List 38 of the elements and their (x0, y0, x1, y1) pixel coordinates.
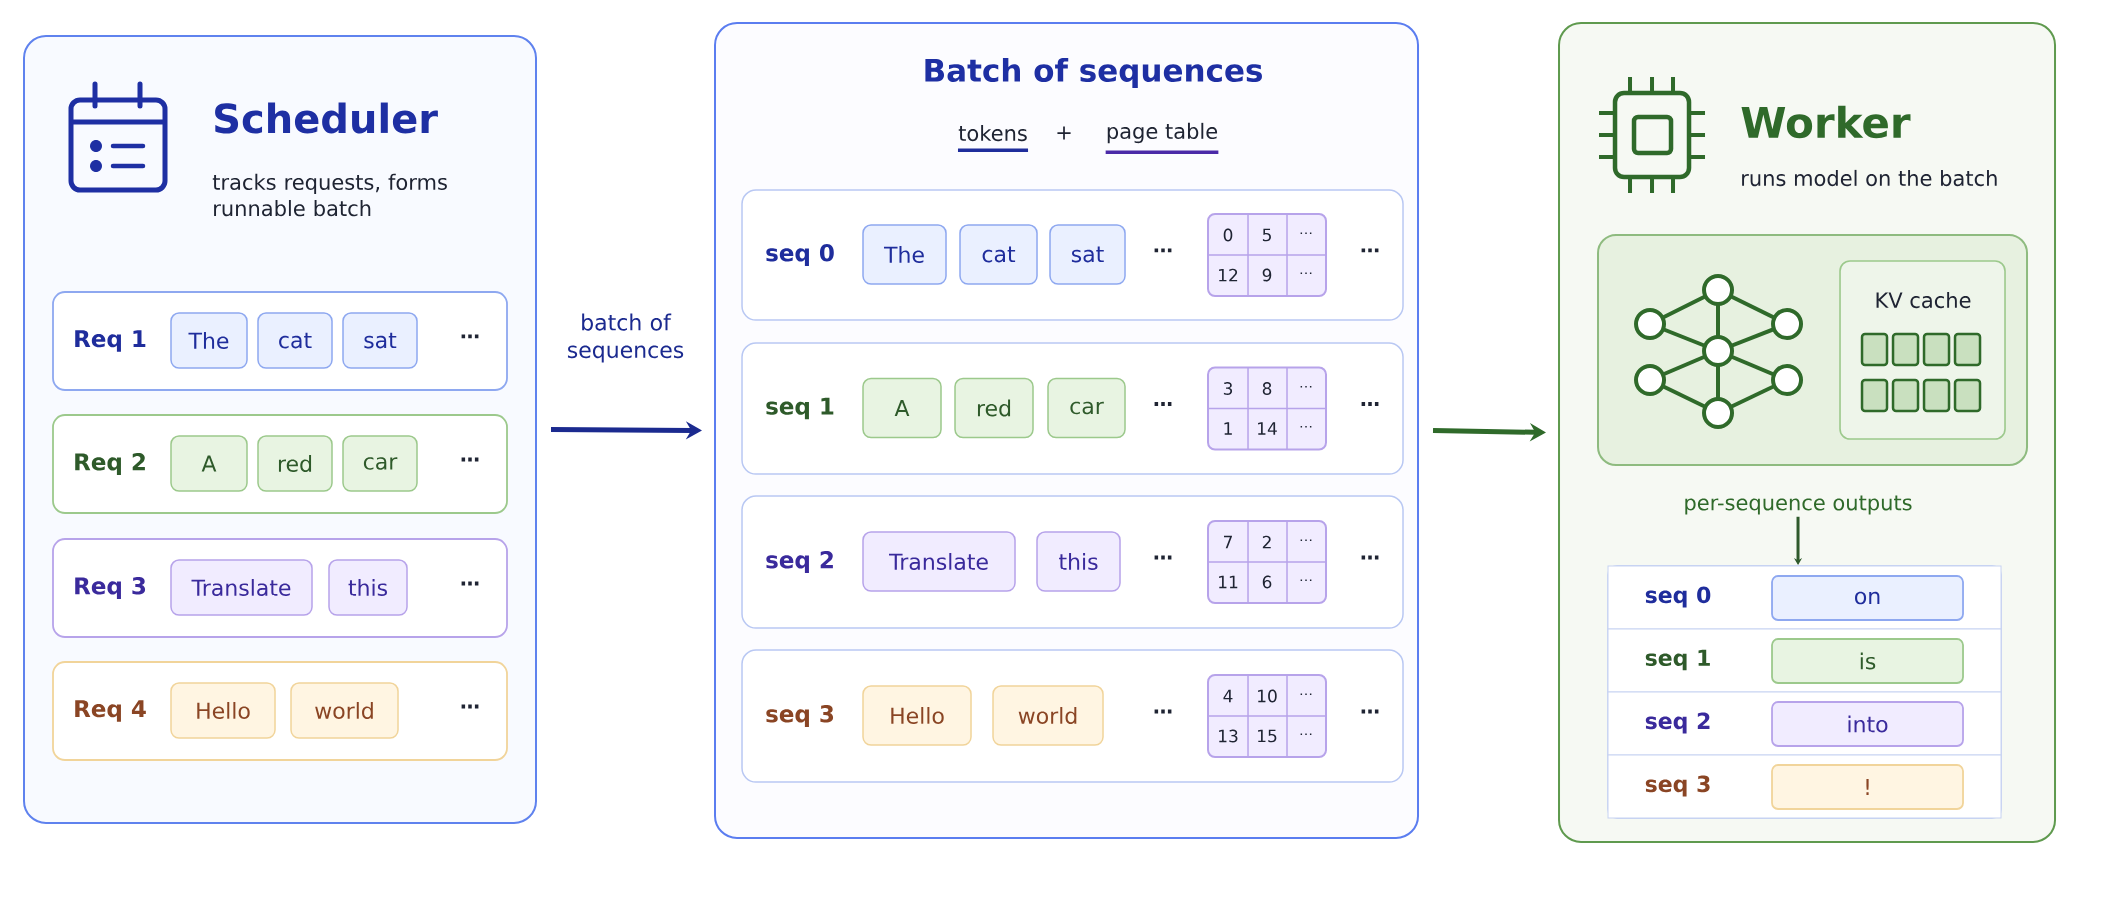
token-chip: Translate (170, 559, 313, 616)
token-chip: world (992, 685, 1104, 746)
edge-label: batch of sequences (558, 311, 693, 365)
token-chip: car (342, 435, 418, 492)
output-token: ! (1771, 764, 1964, 810)
page-table: 0 5 ⋯ 12 9 ⋯ (1207, 213, 1327, 297)
output-label: per-sequence outputs (1685, 495, 1912, 515)
page-table: 3 8 ⋯ 1 14 ⋯ (1207, 366, 1327, 451)
token-chip: The (862, 224, 947, 285)
token-chip: this (328, 559, 408, 616)
panel-subtitle: runs model on the batch (1742, 169, 1997, 187)
token-chip: Translate (862, 531, 1016, 592)
token-chip: car (1047, 377, 1126, 439)
plus-sign: + (1057, 126, 1071, 140)
token-chip: red (954, 377, 1034, 439)
page-table: 7 2 ⋯ 11 6 ⋯ (1207, 520, 1327, 604)
token-chip: A (862, 377, 942, 439)
panel-title: Batch of sequences (925, 58, 1262, 88)
output-token: into (1771, 701, 1964, 747)
token-chip: sat (1049, 224, 1126, 285)
token-chip: The (170, 312, 248, 369)
panel-title: Worker (1741, 105, 1911, 139)
panel-title: Scheduler (215, 102, 438, 134)
token-chip: this (1036, 531, 1121, 592)
output-token: is (1771, 638, 1964, 684)
token-chip: world (290, 682, 399, 739)
token-chip: A (170, 435, 248, 492)
panel-subtitle: tracks requests, forms runnable batch (212, 173, 447, 217)
token-chip: red (257, 435, 333, 492)
token-chip: cat (257, 312, 333, 369)
token-chip: Hello (862, 685, 972, 746)
underlined-label: tokens (958, 124, 1029, 153)
token-chip: Hello (170, 682, 276, 739)
page-table: 4 10 ⋯ 13 15 ⋯ (1207, 674, 1327, 758)
underlined-label: page table (1105, 122, 1219, 155)
output-token: on (1771, 575, 1964, 621)
token-chip: sat (342, 312, 418, 369)
token-chip: cat (959, 224, 1038, 285)
